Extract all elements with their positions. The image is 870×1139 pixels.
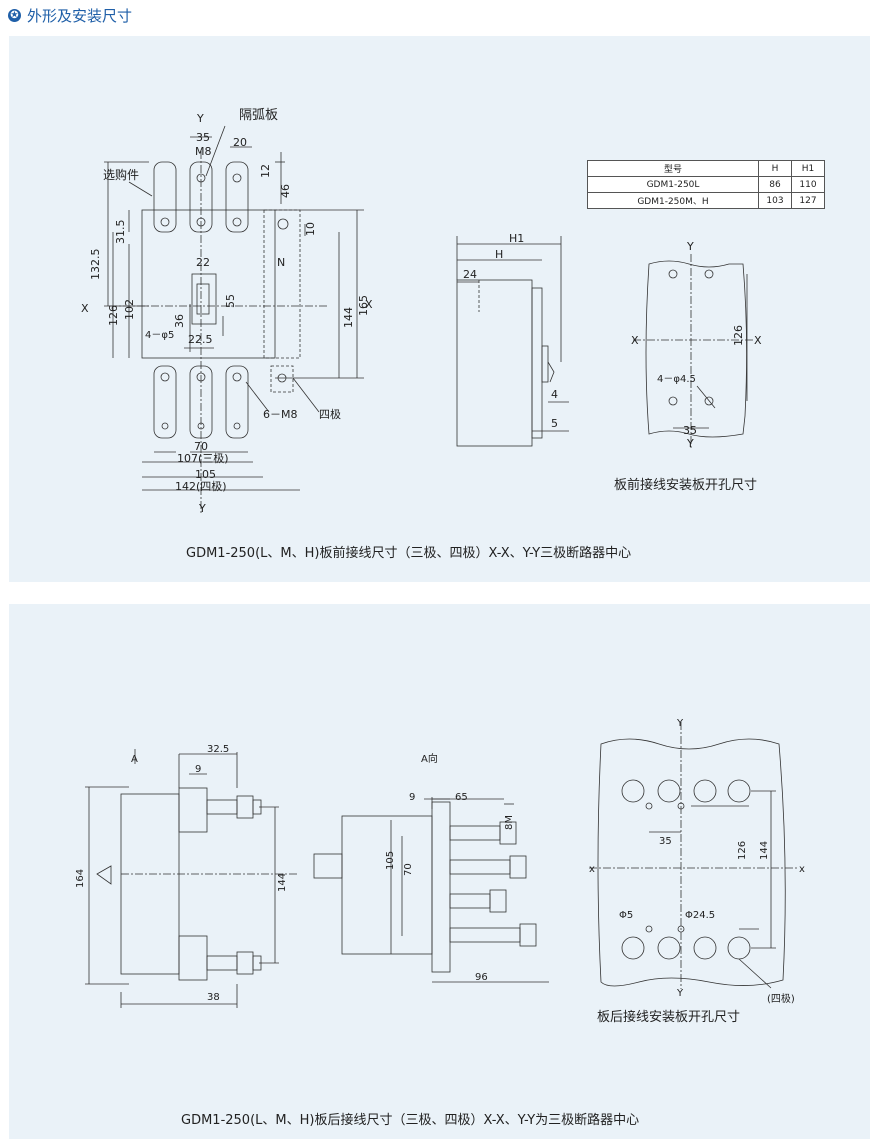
label: (四极) xyxy=(767,992,795,1005)
label: 132.5 xyxy=(89,249,102,281)
label: Φ5 xyxy=(619,910,633,921)
label: 55 xyxy=(224,294,237,308)
label: Y xyxy=(686,240,694,253)
terminal-bottom-1 xyxy=(153,365,177,439)
label: H1 xyxy=(509,232,524,245)
label: Y xyxy=(676,718,684,729)
label: 31.5 xyxy=(114,220,127,245)
label: 144 xyxy=(342,307,355,328)
label: 32.5 xyxy=(207,744,229,755)
terminal-top-1 xyxy=(153,161,177,233)
front-labels-layer: Y 35 M8 20 隔弧板 选购件 132.5 31.5 12 46 10 2… xyxy=(81,108,762,515)
label: 35 xyxy=(683,424,697,437)
rear-mounting-plate xyxy=(597,738,786,987)
label: 70 xyxy=(194,440,208,453)
label: 105 xyxy=(195,468,216,481)
label: 126 xyxy=(107,305,120,326)
front-caption: GDM1-250(L、M、H)板前接线尺寸（三极、四极）X-X、Y-Y三极断路器… xyxy=(186,546,632,561)
label: 6－M8 xyxy=(263,408,298,421)
label: 164 xyxy=(75,869,86,888)
label: 4－φ4.5 xyxy=(657,374,696,385)
section-title: 外形及安装尺寸 xyxy=(27,6,133,25)
label: 22.5 xyxy=(188,333,213,346)
rear-wiring-drawing xyxy=(85,722,799,1008)
label: M8 xyxy=(195,145,212,158)
plate-caption: 板前接线安装板开孔尺寸 xyxy=(614,478,758,493)
mounting-plate-cutout xyxy=(645,260,747,438)
label: Y xyxy=(686,437,694,450)
label: 65 xyxy=(455,792,468,803)
label: 20 xyxy=(233,136,247,149)
handle-shape xyxy=(96,865,112,885)
terminal-top-3 xyxy=(225,161,249,233)
terminal-bottom-3 xyxy=(225,365,249,439)
label: 9 xyxy=(409,792,415,803)
label: A向 xyxy=(421,752,438,765)
label: Y xyxy=(676,988,684,999)
front-wiring-panel: 型号 H H1 GDM1-250L 86 110 GDM1-250M、H 103… xyxy=(9,36,870,582)
label: 隔弧板 xyxy=(239,108,278,123)
label: N xyxy=(277,256,285,269)
label: 126 xyxy=(737,841,748,860)
label: x xyxy=(589,864,595,875)
label: 38 xyxy=(207,992,220,1003)
label: 107(三极) xyxy=(177,451,229,465)
model-dimension-table: 型号 H H1 GDM1-250L 86 110 GDM1-250M、H 103… xyxy=(587,160,825,209)
table-cell: GDM1-250M、H xyxy=(587,192,759,209)
label: 70 xyxy=(403,863,414,876)
label: 142(四极) xyxy=(175,479,227,493)
table-cell: 103 xyxy=(758,192,792,209)
label: Y xyxy=(198,502,206,515)
label: X xyxy=(81,302,89,315)
label: 35 xyxy=(196,131,210,144)
label: 5 xyxy=(551,417,558,430)
front-wiring-drawing xyxy=(104,125,754,514)
label: 144 xyxy=(277,873,288,892)
label: X xyxy=(365,298,373,311)
label: 105 xyxy=(385,851,396,870)
section-header: ✪ 外形及安装尺寸 xyxy=(8,4,132,26)
label: 96 xyxy=(475,972,488,983)
label: 144 xyxy=(759,841,770,860)
label: Φ24.5 xyxy=(685,910,715,921)
label: 9 xyxy=(195,764,201,775)
rear-wiring-panel: A 32.5 9 164 144 38 A向 9 65 8M 105 70 96… xyxy=(9,604,870,1139)
table-row: GDM1-250L 86 110 xyxy=(587,176,825,193)
table-cell: 127 xyxy=(791,192,825,209)
label: 102 xyxy=(123,299,136,320)
label: 4－φ5 xyxy=(145,330,174,341)
label: 12 xyxy=(259,164,272,178)
label: 22 xyxy=(196,256,210,269)
label: 四极 xyxy=(319,407,341,421)
label: Y xyxy=(196,112,204,125)
label: 4 xyxy=(551,388,558,401)
table-row: GDM1-250M、H 103 127 xyxy=(587,192,825,209)
label: 46 xyxy=(279,184,292,198)
label: X xyxy=(631,334,639,347)
star-badge-icon: ✪ xyxy=(8,8,21,22)
label: 35 xyxy=(659,836,672,847)
rear-labels-layer: A 32.5 9 164 144 38 A向 9 65 8M 105 70 96… xyxy=(75,718,805,1005)
label: 36 xyxy=(173,314,186,328)
table-header-row: 型号 H H1 xyxy=(587,160,825,177)
rear-side-body xyxy=(120,793,180,975)
label: x xyxy=(799,864,805,875)
label: H xyxy=(495,248,503,261)
label: A xyxy=(131,754,138,765)
label: 24 xyxy=(463,268,477,281)
label: 10 xyxy=(304,222,317,236)
breaker-body-outline xyxy=(141,209,276,359)
label: 8M xyxy=(504,815,515,830)
label: 165 xyxy=(357,295,370,316)
label: X xyxy=(754,334,762,347)
label: 126 xyxy=(732,325,745,346)
rear-plate-caption: 板后接线安装板开孔尺寸 xyxy=(597,1010,741,1025)
rear-caption: GDM1-250(L、M、H)板后接线尺寸（三极、四极）X-X、Y-Y为三极断路… xyxy=(181,1113,640,1128)
handle-window xyxy=(191,273,217,325)
label: 选购件 xyxy=(103,167,139,182)
